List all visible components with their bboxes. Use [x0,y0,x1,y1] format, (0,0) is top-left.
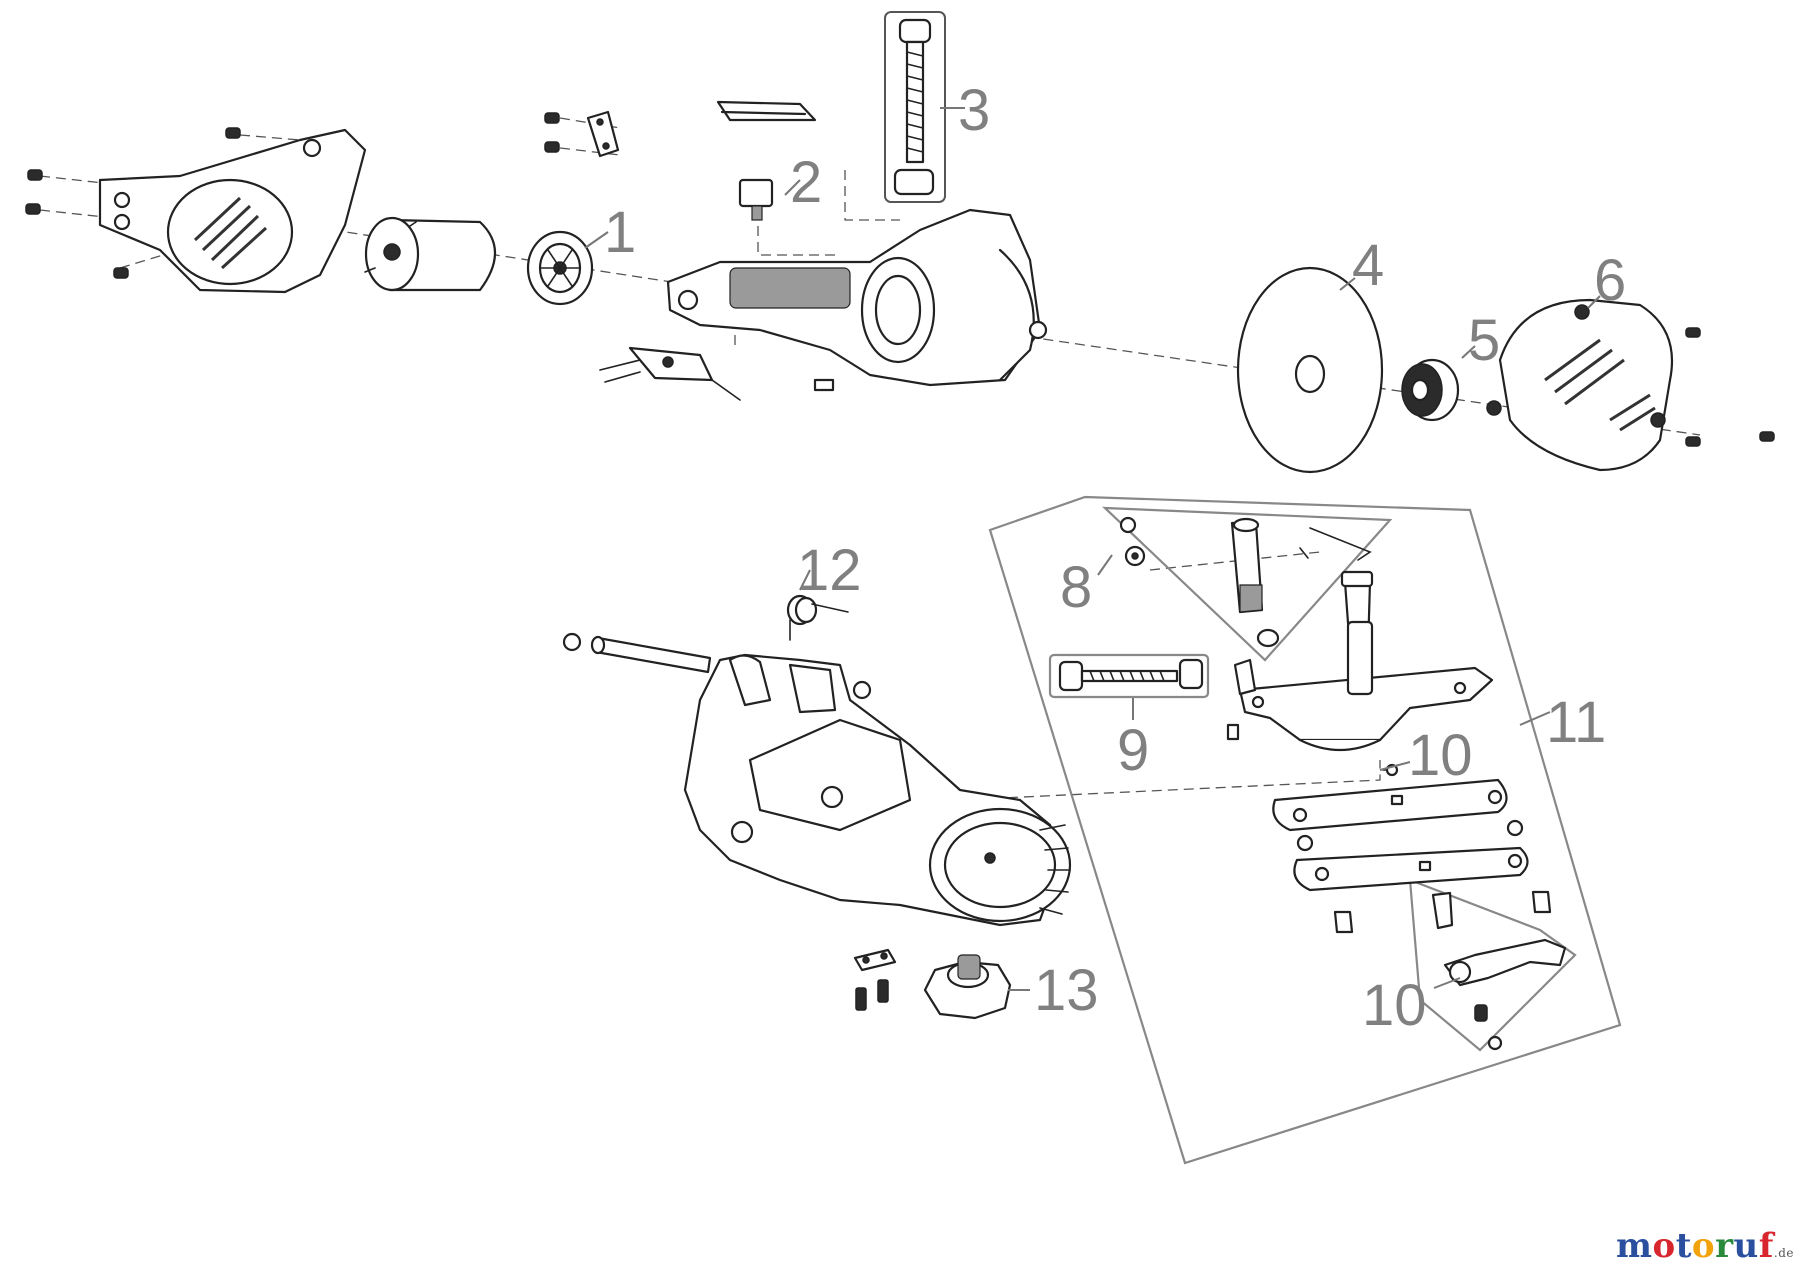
logo-letter: o [1652,1226,1676,1266]
pivot-shaft [562,632,872,700]
callout-5: 5 [1468,308,1500,373]
logo-suffix: .de [1773,1246,1794,1260]
logo-wordmark: motoruf [1616,1226,1774,1266]
callout-13: 13 [1034,958,1099,1023]
callout-leader-lines [584,107,1601,991]
logo-letter: u [1733,1226,1759,1266]
main-housing [666,208,1048,392]
switch-cover [716,100,817,122]
locking-knob [923,954,1012,1020]
adjusting-screw-assembly [884,11,946,203]
chain-vise-assembly-outline [988,495,1622,1165]
vise-screw-outline [1048,653,1210,699]
callout-10-lower: 10 [1362,973,1427,1038]
callout-8: 8 [1060,555,1092,620]
callout-6: 6 [1594,248,1626,313]
logo-letter: r [1715,1226,1734,1266]
screw-set-left-cover [25,112,560,279]
motor [364,216,497,292]
cable-holder [599,346,741,401]
callout-labels: 1 2 3 4 5 6 8 9 10 10 11 12 13 [604,78,1626,1038]
pawl-parts [1119,516,1374,652]
motoruf-logo: motoruf.de [1616,1226,1794,1266]
logo-letter: f [1758,1226,1774,1266]
logo-letter: m [1616,1226,1653,1266]
machine-base [683,653,1072,927]
callout-11: 11 [1546,690,1606,755]
motor-end-cover [98,128,367,294]
lever-parts [1431,891,1567,1051]
vise-screw [1058,658,1204,692]
callout-2: 2 [790,150,822,215]
vise-bracket [1226,620,1494,777]
callout-4: 4 [1352,233,1384,298]
callout-9: 9 [1117,718,1149,783]
logo-letter: t [1675,1226,1692,1266]
vise-bolts [1333,890,1552,934]
fan-impeller [526,230,594,306]
logo-letter: o [1691,1226,1716,1266]
vise-jaw-plate-lower [1293,819,1529,892]
pawl-subassembly-outline [1102,506,1393,662]
grinding-wheel [1236,266,1384,474]
callout-10-upper: 10 [1408,723,1473,788]
flange-nut [1401,358,1460,422]
callout-1: 1 [604,200,636,265]
callout-12: 12 [797,538,862,603]
callout-3: 3 [958,78,990,143]
base-clamp-screws [853,948,897,1011]
cable-clamp [586,110,620,158]
vise-jaw-plate-upper [1272,778,1508,832]
torsion-spring [786,594,849,641]
lever-subassembly-outline [1408,878,1577,1052]
wheel-guard [1486,298,1775,472]
switch [738,178,774,221]
